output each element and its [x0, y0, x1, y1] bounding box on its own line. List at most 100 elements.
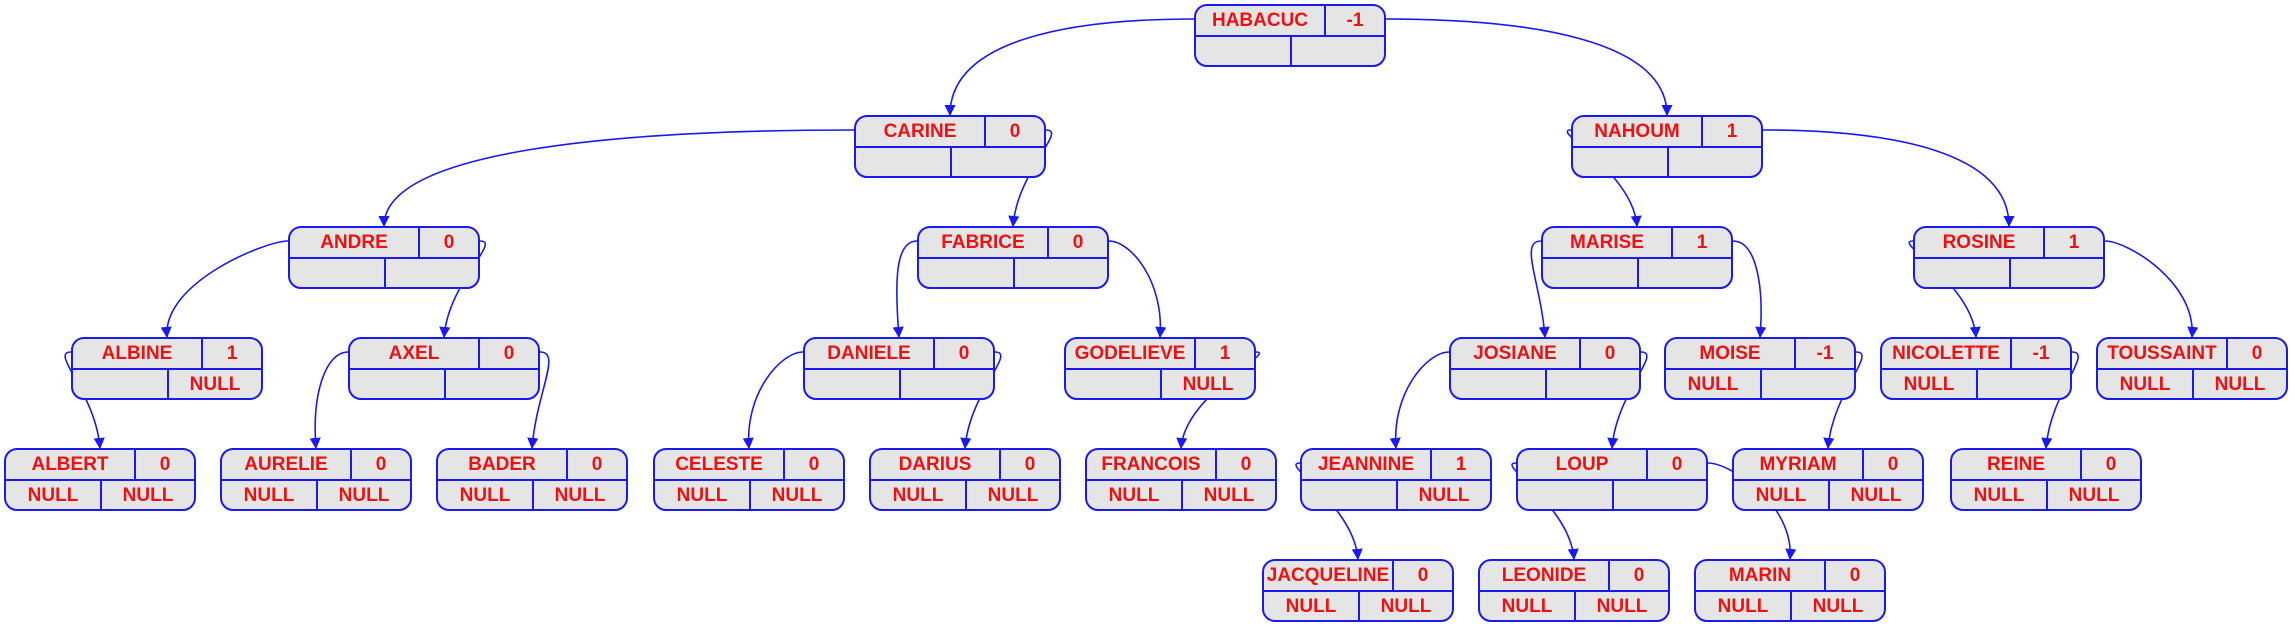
node-left-pointer: NULL: [655, 481, 751, 509]
edge-marise-moise: [1732, 240, 1767, 339]
node-name: FABRICE: [919, 228, 1049, 257]
node-balance: 0: [958, 342, 970, 364]
node-left-pointer: [1518, 481, 1614, 509]
node-balance: 0: [591, 453, 603, 475]
node-balance: 0: [1009, 120, 1021, 142]
node-balance: 1: [1219, 342, 1231, 364]
node-name: JACQUELINE: [1264, 561, 1394, 590]
node-left-pointer: [1302, 481, 1398, 509]
node-left-pointer: [1066, 370, 1162, 398]
node-name: ANDRE: [290, 228, 420, 257]
node-name: AXEL: [350, 339, 480, 368]
node-right-pointer: [1669, 148, 1761, 176]
node-pointer-row: [856, 148, 1044, 176]
node-pointer-row: NULL NULL: [222, 481, 410, 509]
node-left-pointer: NULL: [6, 481, 102, 509]
edge-habacuc-nahoum: [1385, 18, 1673, 117]
node-right-pointer: NULL: [338, 485, 390, 506]
node-header-row: ANDRE 0: [290, 228, 478, 259]
node-name: NICOLETTE: [1882, 339, 2012, 368]
node-balance: 0: [503, 342, 515, 364]
node-pointer-row: NULL: [73, 370, 261, 398]
node-balance: 0: [2105, 453, 2117, 475]
node-pointer-row: [1196, 37, 1384, 65]
node-left-pointer: [1451, 370, 1547, 398]
node-header-row: MOISE-1: [1666, 339, 1854, 370]
edge-fabrice-daniele: [892, 240, 918, 339]
node-pointer-row: NULL NULL: [655, 481, 843, 509]
node-name: JEANNINE: [1302, 450, 1432, 479]
node-name: CELESTE: [655, 450, 785, 479]
node-right-pointer: [901, 370, 993, 398]
node-right-pointer: [1614, 481, 1706, 509]
node-right-pointer: [386, 259, 478, 287]
node-left-pointer: NULL: [1734, 481, 1830, 509]
node-left-pointer: NULL: [2098, 370, 2194, 398]
node-balance: 0: [2251, 342, 2263, 364]
node-balance: 0: [1240, 453, 1252, 475]
node-left-pointer: NULL: [222, 481, 318, 509]
node-left-pointer: NULL: [871, 481, 967, 509]
node-left-pointer: [856, 148, 952, 176]
node-right-pointer: [2011, 259, 2103, 287]
node-pointer-row: [919, 259, 1107, 287]
node-header-row: AXEL 0: [350, 339, 538, 370]
edge-habacuc-carine: [944, 18, 1195, 117]
node-name: AURELIE: [222, 450, 352, 479]
node-balance: 0: [1849, 564, 1861, 586]
node-left-pointer: [919, 259, 1015, 287]
node-pointer-row: [290, 259, 478, 287]
node-name: ALBINE: [73, 339, 203, 368]
node-balance: 1: [2068, 231, 2080, 253]
node-right-pointer: [1762, 370, 1854, 398]
node-left-pointer: NULL: [1666, 370, 1762, 398]
node-right-pointer: NULL: [771, 485, 823, 506]
node-balance: 1: [1696, 231, 1708, 253]
node-name: MYRIAM: [1734, 450, 1864, 479]
node-name: BADER: [438, 450, 568, 479]
node-name: NAHOUM: [1573, 117, 1703, 146]
node-left-pointer: [1543, 259, 1639, 287]
node-right-pointer: NULL: [1182, 374, 1234, 395]
tree-node-andre: ANDRE 0: [288, 226, 480, 289]
node-pointer-row: NULL: [1302, 481, 1490, 509]
node-pointer-row: [1451, 370, 1639, 398]
node-balance: 0: [808, 453, 820, 475]
node-left-pointer: NULL: [1087, 481, 1183, 509]
node-left-pointer: [350, 370, 446, 398]
node-header-row: CELESTE 0: [655, 450, 843, 481]
node-left-pointer: [1196, 37, 1292, 65]
node-name: DANIELE: [805, 339, 935, 368]
node-right-pointer: [1292, 37, 1384, 65]
node-balance: 0: [1604, 342, 1616, 364]
node-name: LOUP: [1518, 450, 1648, 479]
node-name: FRANCOIS: [1087, 450, 1217, 479]
node-balance: 0: [443, 231, 455, 253]
tree-node-axel: AXEL 0: [348, 337, 540, 400]
